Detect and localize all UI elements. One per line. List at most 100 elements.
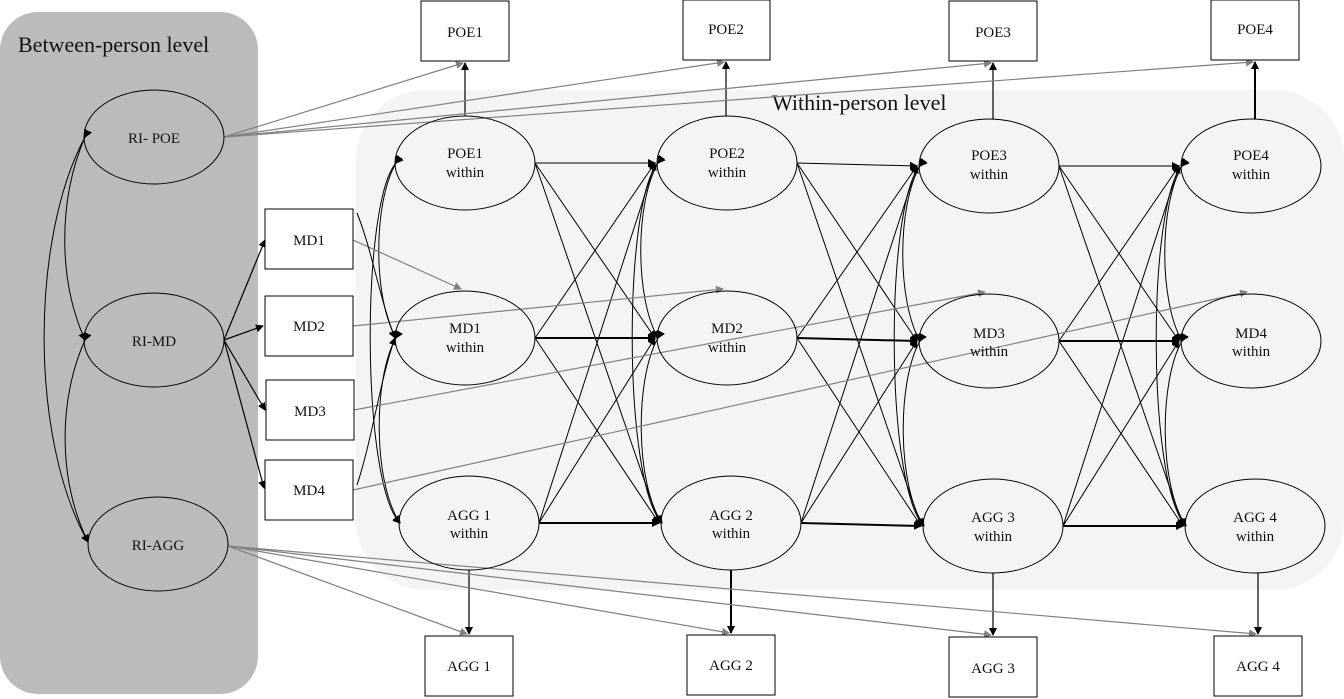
observed-md2: MD2	[264, 295, 354, 357]
within-md3: MD3 within	[918, 293, 1060, 389]
md-indicator-loading-4	[352, 289, 1248, 491]
ri-md-loading-2	[223, 324, 264, 341]
ri-poe-loading-4	[223, 58, 1254, 138]
within-poe2: POE2 within	[656, 115, 798, 211]
autoregressive-path-0-0-t2	[796, 161, 918, 170]
svg-text:within: within	[446, 165, 485, 181]
svg-text:within: within	[974, 529, 1013, 545]
observed-agg1: AGG 1	[424, 635, 514, 697]
observed-agg3: AGG 3	[948, 636, 1038, 698]
svg-text:RI-AGG: RI-AGG	[132, 538, 185, 554]
within-md4: MD4 within	[1180, 293, 1322, 389]
svg-text:MD2: MD2	[711, 321, 743, 337]
svg-text:AGG 3: AGG 3	[971, 510, 1015, 526]
within-covariance-t4-1-2	[1164, 332, 1189, 527]
cross-lagged-path-2-1-t1	[538, 337, 656, 524]
observed-md3: MD3	[265, 379, 355, 441]
ri-poe-loading-2	[223, 59, 725, 138]
cross-lagged-path-2-0-t3	[1062, 165, 1181, 527]
within-poe1: POE1 within	[394, 115, 536, 211]
within-covariance-t3-0-2	[893, 158, 928, 527]
svg-text:within: within	[1232, 344, 1271, 360]
svg-text:MD4: MD4	[1235, 326, 1267, 342]
svg-text:MD3: MD3	[294, 404, 326, 420]
svg-text:POE3: POE3	[971, 148, 1007, 164]
ri-covariance-md-agg	[64, 331, 92, 543]
within-covariance-t4-0-1	[1164, 157, 1189, 342]
svg-text:MD2: MD2	[293, 319, 325, 335]
svg-text:AGG 2: AGG 2	[709, 508, 753, 524]
ri-agg-loading-1	[227, 545, 468, 636]
svg-text:POE1: POE1	[447, 146, 483, 162]
within-covariance-t3-0-1	[902, 157, 927, 342]
ri-covariance-poe-md	[64, 128, 92, 341]
within-poe4: POE4 within	[1180, 118, 1322, 214]
within-covariance-t1-1-2	[378, 329, 403, 524]
cross-lagged-path-2-0-t1	[538, 162, 657, 524]
cross-lagged-path-2-1-t2	[800, 340, 918, 524]
svg-text:within: within	[446, 340, 485, 356]
cross-lagged-path-2-1-t3	[1062, 340, 1180, 527]
within-covariance-t2-0-2	[631, 155, 666, 524]
svg-text:MD1: MD1	[449, 321, 481, 337]
within-agg1: AGG 1 within	[398, 475, 540, 571]
observed-md1: MD1	[264, 208, 354, 270]
svg-text:within: within	[1236, 529, 1275, 545]
within-poe3: POE3 within	[918, 118, 1060, 214]
svg-text:POE4: POE4	[1233, 148, 1269, 164]
between-person-label: Between-person level	[18, 32, 209, 57]
nodes-layer: RI- POE RI-MD RI-AGG POE1 POE2 POE3 POE4	[83, 0, 1326, 698]
observed-poe2: POE2	[682, 0, 771, 61]
md-box-to-within-md1-upper	[356, 212, 397, 339]
observed-md4: MD4	[264, 459, 354, 521]
svg-text:AGG 4: AGG 4	[1233, 510, 1277, 526]
svg-text:POE3: POE3	[975, 25, 1011, 41]
md-indicator-loading-1	[352, 239, 462, 290]
ri-covariance-poe-agg	[43, 128, 92, 543]
svg-text:AGG 3: AGG 3	[971, 661, 1015, 677]
svg-text:MD3: MD3	[973, 326, 1005, 342]
ri-md-loading-1	[223, 239, 267, 341]
observed-agg2: AGG 2	[686, 634, 776, 696]
svg-text:within: within	[970, 167, 1009, 183]
ri-md-node: RI-MD	[83, 292, 225, 388]
edges-layer	[43, 58, 1262, 639]
svg-text:within: within	[970, 344, 1009, 360]
autoregressive-path-1-1-t2	[796, 336, 918, 345]
ri-poe-loading-3	[223, 59, 992, 138]
within-covariance-t2-1-2	[640, 329, 665, 524]
observed-agg4: AGG 4	[1213, 635, 1303, 697]
observed-poe1: POE1	[420, 0, 510, 62]
svg-text:POE2: POE2	[709, 146, 745, 162]
svg-text:POE2: POE2	[708, 22, 744, 38]
within-covariance-t3-1-2	[902, 332, 927, 527]
svg-text:RI-MD: RI-MD	[132, 334, 176, 350]
within-md2: MD2 within	[656, 290, 798, 386]
svg-text:POE1: POE1	[447, 25, 483, 41]
svg-text:AGG 2: AGG 2	[709, 658, 753, 674]
cross-lagged-path-1-0-t1	[534, 162, 656, 339]
svg-text:within: within	[708, 340, 747, 356]
svg-text:AGG 1: AGG 1	[447, 508, 491, 524]
autoregressive-path-2-2-t2	[800, 521, 922, 530]
md-box-to-within-md1-lower	[356, 337, 397, 486]
ri-agg-loading-4	[227, 545, 1257, 638]
md-indicator-loading-3	[353, 289, 986, 411]
between-person-panel	[0, 12, 258, 694]
within-covariance-t1-0-2	[369, 155, 404, 524]
svg-text:within: within	[708, 165, 747, 181]
cross-lagged-path-2-0-t2	[800, 165, 919, 524]
within-agg3: AGG 3 within	[922, 478, 1064, 574]
observed-poe3: POE3	[948, 0, 1038, 62]
md-indicator-loading-2	[352, 285, 724, 327]
ri-md-loading-4	[223, 339, 267, 489]
within-agg2: AGG 2 within	[660, 475, 802, 571]
cross-lagged-path-1-0-t2	[796, 165, 918, 339]
cross-lagged-path-1-0-t3	[1058, 165, 1180, 342]
svg-text:MD1: MD1	[293, 233, 325, 249]
svg-text:MD4: MD4	[293, 483, 325, 499]
ri-poe-node: RI- POE	[83, 89, 225, 185]
ri-poe-loading-1	[223, 61, 464, 138]
svg-text:within: within	[450, 526, 489, 542]
